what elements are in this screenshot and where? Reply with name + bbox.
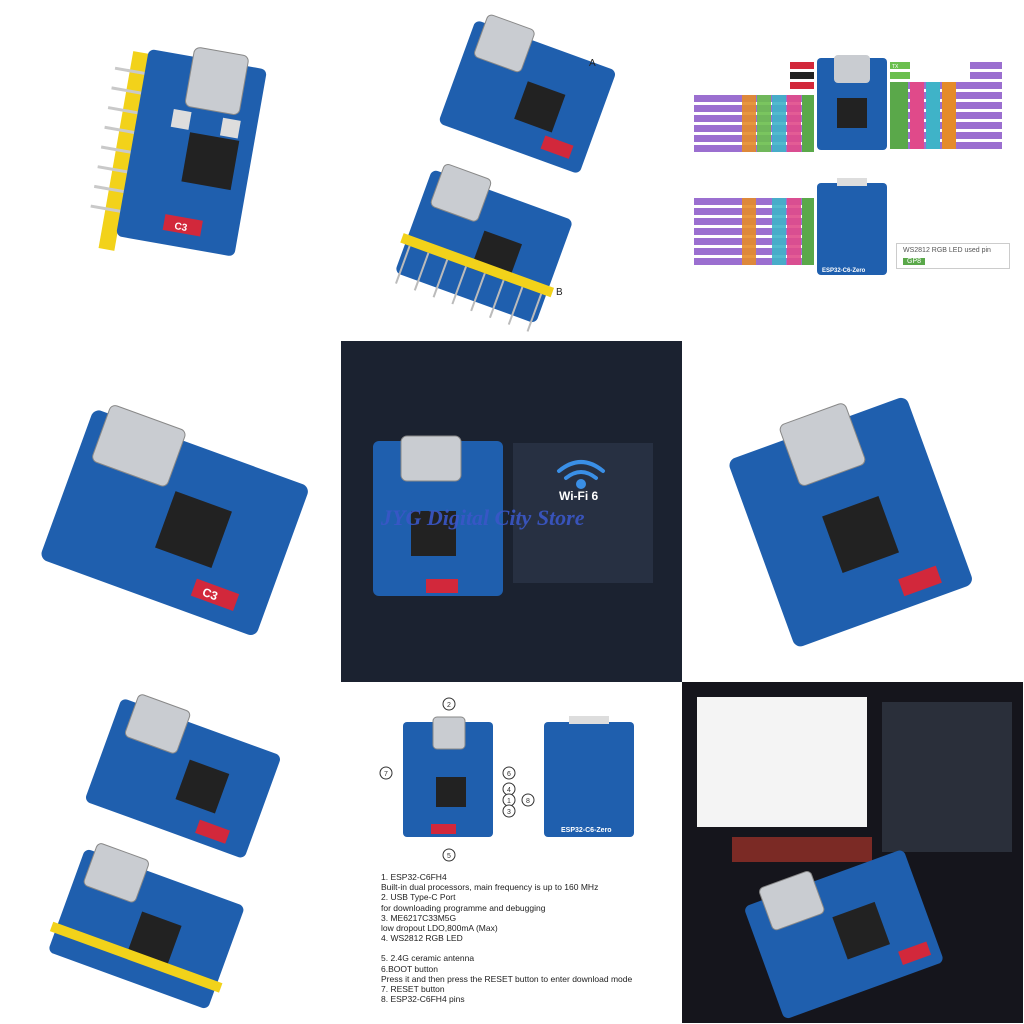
callout-4: 4 <box>507 787 511 794</box>
note-line: 3. ME6217C33M5G <box>381 912 457 923</box>
callout-3: 3 <box>507 809 511 816</box>
wifi-icon <box>557 460 605 489</box>
note-line: for downloading programme and debugging <box>381 902 546 913</box>
ws2812-pin-box: WS2812 RGB LED used pin GP8 <box>896 243 1010 269</box>
callout-1: 1 <box>507 798 511 805</box>
note-line: low dropout LDO,800mA (Max) <box>381 923 498 934</box>
callout-6: 6 <box>507 771 511 778</box>
note-line: 1. ESP32-C6FH4 <box>381 872 447 882</box>
callout-5: 5 <box>447 853 451 860</box>
callout-8: 8 <box>526 798 530 805</box>
tx-tag: TX <box>892 64 899 70</box>
note-line: 8. ESP32-C6FH4 pins <box>381 994 465 1005</box>
photo-two-boards-stacked <box>0 682 341 1023</box>
photo-two-boards-a-b: A B <box>341 0 682 341</box>
ws2812-title: WS2812 RGB LED used pin <box>903 247 991 254</box>
callout-7: 7 <box>384 771 388 778</box>
label-b: B <box>556 287 563 298</box>
note-line: Built-in dual processors, main frequency… <box>381 882 599 893</box>
callout-2: 2 <box>447 702 451 709</box>
pinout-diagram: TX ESP32-C6-Zero WS2812 RGB LED used pin… <box>682 0 1023 341</box>
note-line: 4. WS2812 RGB LED <box>381 933 463 944</box>
back-board-label: ESP32-C6-Zero <box>822 268 866 274</box>
note-line: 5. 2.4G ceramic antenna <box>381 953 475 964</box>
chip-label-2: C3 <box>200 585 220 604</box>
chip-label: C3 <box>174 221 189 234</box>
product-hero-panel: Wi-Fi 6 JYG Digital City Store <box>341 341 682 682</box>
label-a: A <box>589 58 596 69</box>
note-line: 6.BOOT button <box>381 963 439 974</box>
photo-board-with-headers: C3 <box>0 0 341 341</box>
diagram-back-label: ESP32-C6-Zero <box>561 827 612 834</box>
wifi-label: Wi-Fi 6 <box>559 489 599 503</box>
component-notes: 1. ESP32-C6FH4 Built-in dual processors,… <box>381 872 632 1004</box>
note-line: Press it and then press the RESET button… <box>381 973 633 984</box>
store-watermark: JYG Digital City Store <box>381 505 585 530</box>
note-line: 2. USB Type-C Port <box>381 892 456 903</box>
lifestyle-photo-desk <box>682 682 1023 1023</box>
photo-board-angle-left: C3 <box>0 341 341 682</box>
note-line <box>381 943 632 953</box>
photo-board-angle-right <box>682 341 1023 682</box>
note-line: 7. RESET button <box>381 984 445 995</box>
ws2812-pin: GP8 <box>903 258 926 265</box>
component-diagram: ESP32-C6-Zero 2 7 6 4 1 3 5 8 1. ESP32-C… <box>341 682 682 1023</box>
